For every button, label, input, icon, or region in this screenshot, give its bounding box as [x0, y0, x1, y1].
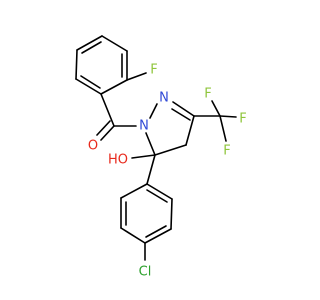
bond	[219, 115, 237, 118]
bond	[171, 108, 191, 121]
bond	[170, 198, 173, 230]
bond	[149, 103, 158, 119]
fluorophenyl-ring	[75, 35, 128, 95]
molecule-structure: F O N N HO F F F	[75, 35, 247, 280]
bond	[81, 41, 102, 54]
bond	[172, 101, 195, 117]
bond	[100, 79, 128, 95]
fluorine-atom-label: F	[239, 112, 246, 127]
bond	[145, 225, 167, 238]
bond	[145, 132, 156, 156]
bond	[100, 125, 115, 141]
bond	[144, 228, 172, 244]
nitrogen-atom-label: N	[139, 119, 149, 134]
nitrogen-atom-label: N	[159, 91, 169, 106]
bond	[185, 115, 195, 146]
bond	[75, 78, 102, 95]
bond	[211, 100, 221, 117]
bond	[101, 35, 128, 52]
bond	[80, 75, 101, 89]
fluorine-atom-label: F	[150, 63, 157, 78]
chlorophenyl-ring	[120, 183, 173, 244]
chlorine-atom-label: Cl	[139, 265, 152, 280]
bond	[100, 93, 115, 127]
fluorine-atom-label: F	[204, 87, 211, 102]
bond	[96, 120, 111, 136]
pyrazoline-ring	[145, 101, 195, 156]
bond	[146, 154, 156, 185]
bond	[75, 49, 78, 80]
hydroxyl-label: HO	[108, 153, 128, 168]
bond	[126, 72, 147, 81]
fluorine-atom-label: F	[223, 144, 230, 159]
bond	[131, 154, 156, 159]
bond	[154, 144, 187, 156]
bond	[146, 189, 168, 203]
bond	[76, 35, 103, 51]
bond	[120, 227, 146, 244]
oxygen-atom-label: O	[88, 139, 98, 154]
bond	[219, 115, 227, 142]
bond	[120, 183, 148, 199]
bond	[146, 183, 173, 200]
